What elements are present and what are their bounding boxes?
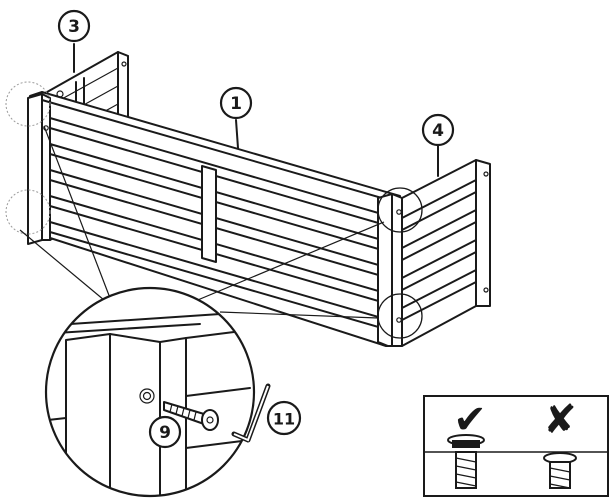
callout-9: 9 (148, 415, 182, 449)
callout-3: 3 (57, 9, 91, 73)
highlight-circle-left-top (5, 81, 51, 127)
highlight-circle-right-top (377, 187, 423, 233)
callout-11: 11 (266, 400, 302, 436)
callout-4: 4 (421, 113, 455, 177)
callout-4-label: 4 (432, 121, 444, 141)
screw-deep-wrong (543, 452, 577, 489)
screw-icon (163, 401, 219, 431)
highlight-circle-left-bottom (5, 189, 51, 235)
callout-1-label: 1 (230, 94, 242, 114)
callout-1: 1 (219, 86, 253, 149)
front-panel (27, 91, 403, 347)
highlight-circle-right-bottom (377, 293, 423, 339)
screw-depth-note: ✔ ✘ (423, 395, 609, 497)
callout-11-label: 11 (273, 410, 295, 429)
cross-icon: ✘ (543, 397, 577, 443)
end-panel-right (401, 159, 491, 347)
callout-3-label: 3 (68, 17, 80, 37)
detail-magnifier (44, 286, 256, 498)
screw-flush-correct (447, 434, 485, 489)
hex-key-icon (231, 383, 271, 443)
callout-9-label: 9 (159, 423, 171, 443)
